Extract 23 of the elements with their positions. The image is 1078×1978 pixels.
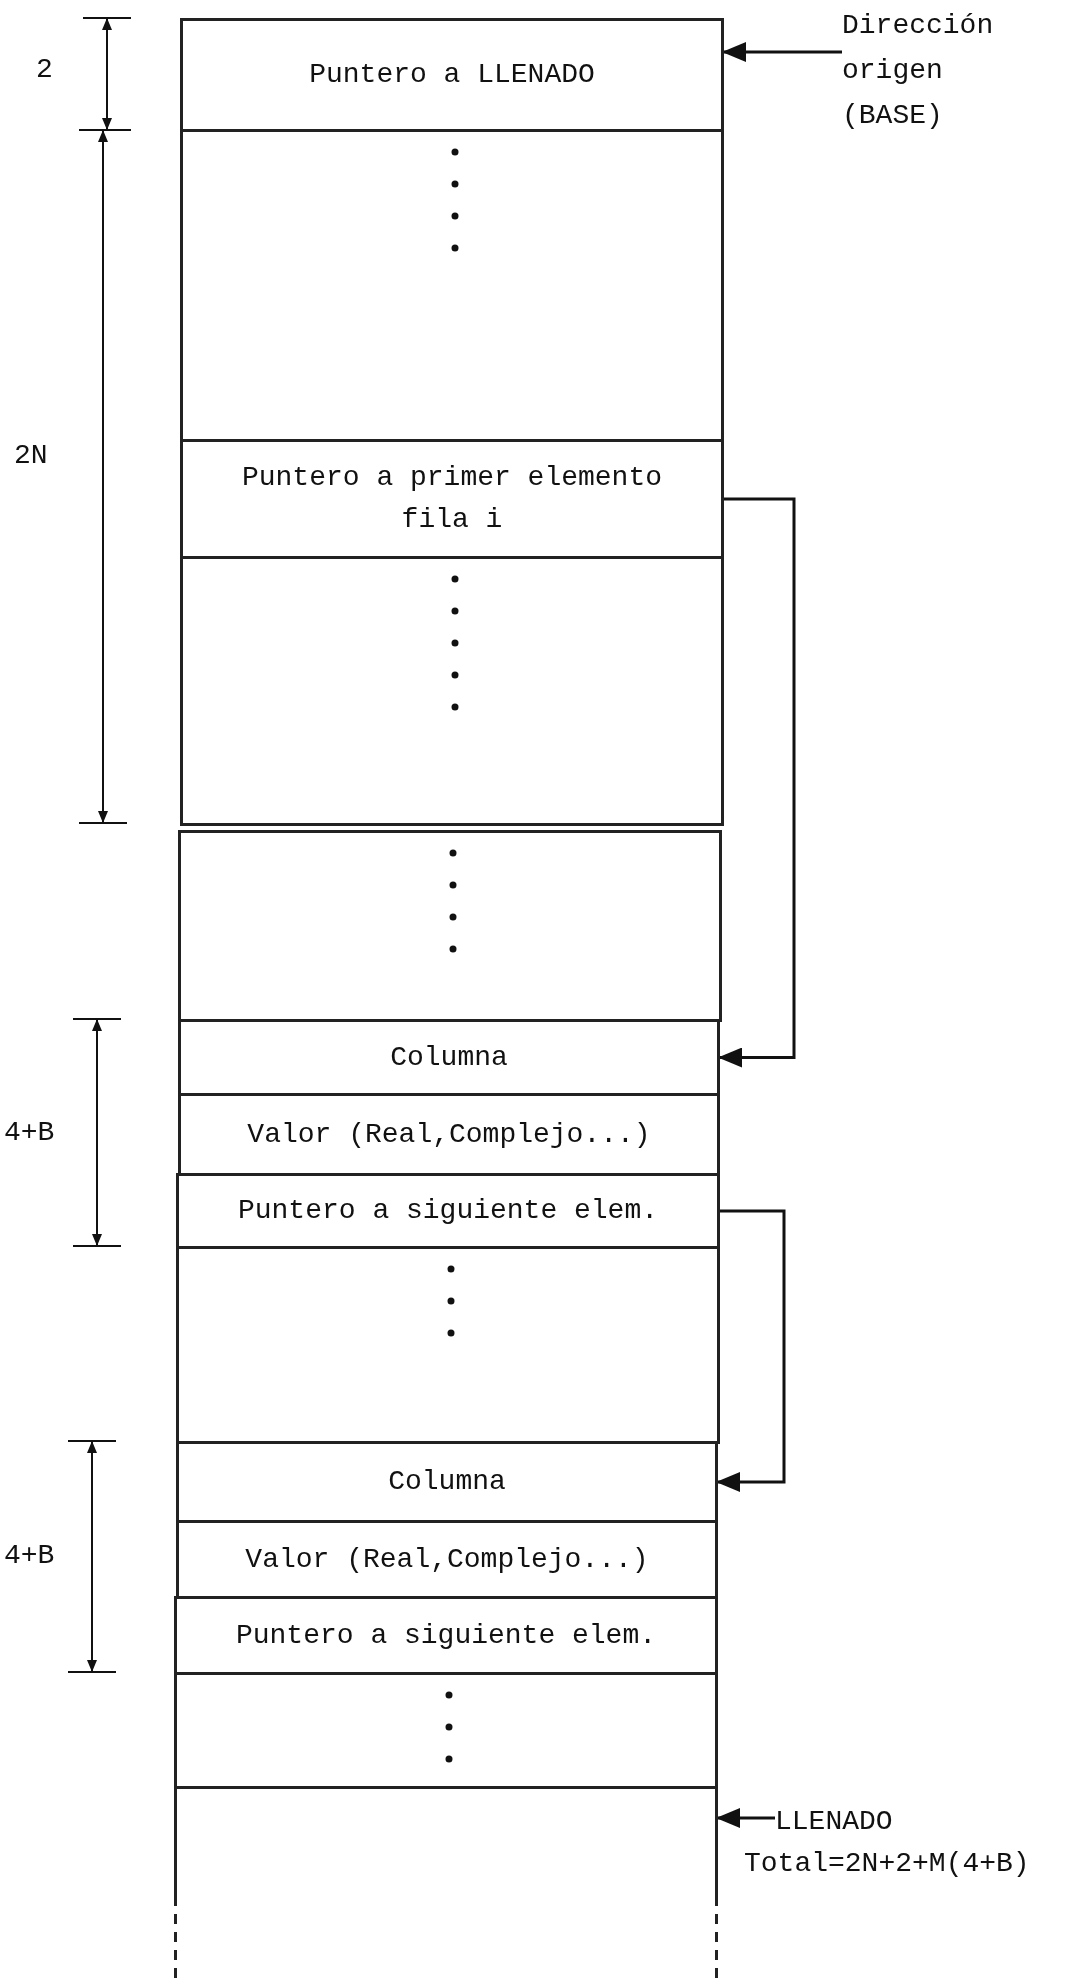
memory-cell	[174, 1786, 718, 1978]
memory-cell: Valor (Real,Complejo...)	[176, 1520, 718, 1599]
dimension-label: 2	[36, 54, 53, 85]
dimension-label: 2N	[14, 440, 48, 471]
memory-cell: Columna	[178, 1019, 720, 1096]
memory-cell: Puntero a siguiente elem.	[176, 1173, 720, 1249]
memory-cell	[180, 129, 724, 442]
total-formula: Total=2N+2+M(4+B)	[744, 1848, 1030, 1879]
memory-cell	[176, 1246, 720, 1444]
dimension-label: 4+B	[4, 1540, 55, 1571]
memory-cell	[178, 830, 722, 1022]
arrow	[718, 497, 796, 1068]
memory-cell: Puntero a LLENADO	[180, 18, 724, 132]
memory-cell: Columna	[176, 1441, 718, 1523]
dimension-label: 4+B	[4, 1117, 55, 1148]
arrow	[722, 42, 842, 62]
memory-cell: Puntero a primer elemento fila i	[180, 439, 724, 559]
arrow	[716, 1209, 786, 1492]
arrow	[716, 1808, 775, 1828]
memory-cell	[180, 556, 724, 826]
memory-cell	[174, 1672, 718, 1789]
memory-cell: Puntero a siguiente elem.	[174, 1596, 718, 1675]
memory-cell: Valor (Real,Complejo...)	[178, 1093, 720, 1176]
